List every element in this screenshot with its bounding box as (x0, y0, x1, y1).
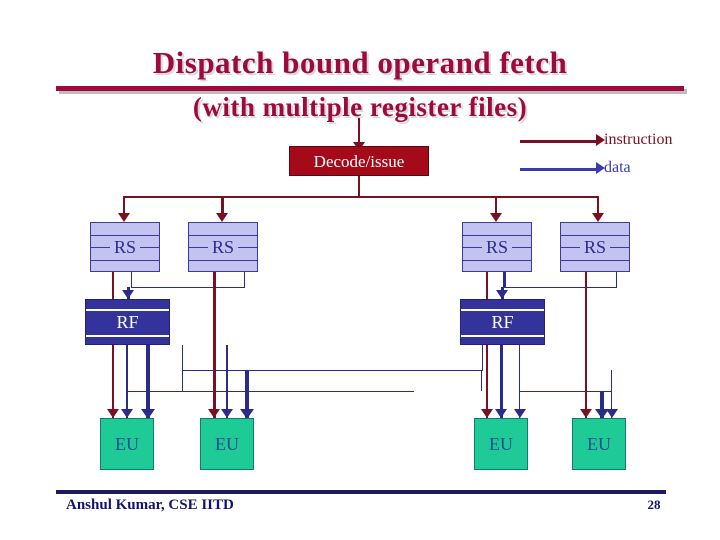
node-eu-4[interactable]: EU (572, 418, 626, 470)
node-eu-1[interactable]: EU (100, 418, 154, 470)
legend-instruction-label: instruction (604, 131, 673, 148)
wire-rf1-to-eu2-trunk (245, 370, 249, 418)
rf-divider (86, 309, 169, 311)
arrowhead-rf2-in (496, 290, 508, 299)
arrowhead-eu3-instruction (481, 409, 493, 418)
rs-divider (463, 235, 531, 236)
arrowhead-eu2-data-b (240, 409, 254, 419)
node-rs-3[interactable]: RS (462, 222, 532, 272)
arrowhead-rs1-in (118, 213, 130, 222)
rs-divider (463, 260, 531, 261)
wire-rs3-to-rf2-v (503, 272, 506, 287)
rs-divider (91, 260, 159, 261)
rs-divider (561, 260, 629, 261)
footer-page-number: 28 (647, 497, 661, 512)
node-eu-2-label: EU (215, 434, 239, 454)
arrowhead-eu2-data-a (221, 409, 233, 418)
wire-rs4-to-eu4-instruction (585, 272, 587, 418)
page-title: Dispatch bound operand fetch (152, 45, 568, 80)
rs-divider (561, 235, 629, 236)
wire-rf2-branch-v (519, 345, 520, 391)
node-eu-1-label: EU (115, 434, 139, 454)
wire-rs1-to-rf1-v (131, 272, 132, 287)
wire-rf2-to-eu4-data (611, 370, 612, 418)
rs-divider (189, 260, 257, 261)
wire-rs2-to-eu2-instruction (213, 272, 216, 418)
wire-rf1-trunk (146, 345, 150, 418)
arrowhead-rs4-in (592, 213, 604, 222)
legend-data-label: data (604, 159, 631, 176)
node-rs-4-label: RS (579, 238, 611, 256)
wire-rf2-upper-tap (482, 345, 483, 371)
wire-rf1-branch-v (182, 345, 183, 391)
node-rs-1[interactable]: RS (90, 222, 160, 272)
arrowhead-rs2-in (216, 213, 228, 222)
wire-bus-drop-rs1 (123, 196, 125, 216)
arrowhead-eu1-data-a (121, 409, 133, 418)
wire-rf2-to-eu3-trunk (519, 370, 520, 418)
legend-data-arrowhead (596, 162, 605, 174)
title-underline-bar (56, 86, 684, 91)
wire-rf1-branch-h-lower (126, 391, 414, 392)
rf-divider (461, 309, 544, 311)
wire-rs1-to-eu1-instruction (112, 272, 114, 418)
wire-rf2-to-eu3-data (500, 345, 503, 418)
rf-divider (461, 335, 544, 337)
node-eu-3[interactable]: EU (474, 418, 528, 470)
arrowhead-rf1-in (122, 290, 134, 299)
node-rf-1-label: RF (116, 312, 139, 332)
wire-rf1-to-eu2-data (226, 345, 228, 418)
node-decode-issue-label: Decode/issue (313, 151, 405, 171)
node-eu-4-label: EU (587, 434, 611, 454)
rf-divider (86, 335, 169, 337)
arrowhead-eu4-instruction (580, 409, 592, 418)
legend-instruction-arrowhead (596, 134, 605, 146)
node-rs-4[interactable]: RS (560, 222, 630, 272)
wire-rs1-rs2-rf1-h (131, 287, 245, 288)
node-rf-2-label: RF (491, 312, 514, 332)
legend-data-line (520, 168, 596, 171)
rs-divider (91, 235, 159, 236)
wire-rf2-branch-h-lower (519, 391, 612, 392)
footer-author: Anshul Kumar, CSE IITD (66, 497, 234, 513)
node-rs-2-label: RS (207, 238, 239, 256)
wire-rs3-to-eu3-instruction (486, 272, 488, 418)
wire-bus-drop-rs4 (597, 196, 599, 216)
node-eu-2[interactable]: EU (200, 418, 254, 470)
node-decode-issue[interactable]: Decode/issue (289, 146, 429, 176)
arrowhead-eu2-instruction (208, 409, 220, 418)
arrowhead-eu4-data-a (606, 409, 618, 418)
node-eu-3-label: EU (489, 434, 513, 454)
wire-bus-drop-rs2 (221, 196, 224, 216)
wire-subtitle-to-decode (358, 118, 360, 146)
wire-decode-to-bus (358, 176, 360, 197)
page-subtitle: (with multiple register files) (192, 92, 528, 122)
footer-divider (56, 490, 666, 494)
arrowhead-eu4-data-b (595, 409, 609, 419)
node-rf-1[interactable]: RF (85, 299, 170, 345)
wire-instruction-bus (123, 196, 599, 198)
arrowhead-eu1-instruction (107, 409, 119, 418)
arrowhead-eu1-data-b (141, 409, 155, 419)
node-rf-2[interactable]: RF (460, 299, 545, 345)
wire-rs4-to-rf2-v (616, 272, 617, 288)
node-rs-2[interactable]: RS (188, 222, 258, 272)
node-rs-3-label: RS (481, 238, 513, 256)
wire-rf1-branch-h-upper (182, 370, 482, 371)
wire-bus-drop-rs3 (495, 196, 497, 216)
wire-rs3-rs4-rf2-h (503, 287, 617, 288)
node-rs-1-label: RS (109, 238, 141, 256)
arrowhead-rs3-in (490, 213, 502, 222)
arrowhead-eu3-data-b (514, 409, 526, 418)
wire-rs2-to-rf1-v (244, 272, 245, 288)
wire-rf2-to-eu4-trunk (600, 391, 604, 418)
wire-rf1-to-eu1-data (126, 345, 128, 418)
wire-cross-cluster-link (481, 370, 482, 391)
legend-instruction-line (520, 140, 596, 143)
rs-divider (189, 235, 257, 236)
arrowhead-eu3-data-a (495, 409, 507, 418)
